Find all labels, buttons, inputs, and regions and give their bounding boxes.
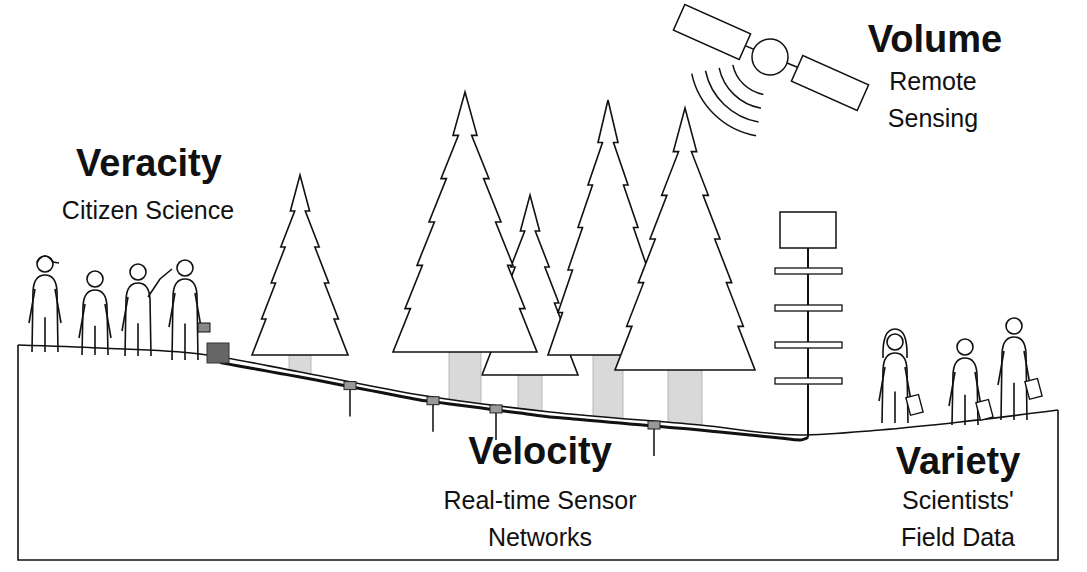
person-arm — [29, 289, 35, 323]
person-arm — [905, 367, 911, 401]
sensor — [648, 421, 660, 429]
person-legs — [964, 395, 966, 425]
people — [29, 256, 1042, 425]
sensor-tower — [775, 212, 842, 438]
ground-fill — [18, 345, 1058, 560]
binoculars — [198, 323, 210, 332]
person-arm — [1024, 351, 1030, 385]
person-head — [87, 271, 103, 287]
tree-trunk — [593, 345, 623, 421]
subtitle-label: Real-time Sensor Networks — [415, 482, 665, 556]
solar-panel — [673, 5, 750, 60]
tower-arm — [775, 378, 842, 384]
subtitle-label: Remote Sensing — [858, 63, 1008, 137]
frame — [18, 345, 1058, 560]
person-arm — [975, 372, 981, 406]
heading-label: Variety — [863, 438, 1053, 484]
sensor-stake — [653, 426, 655, 456]
cap — [37, 256, 59, 263]
person-head — [1006, 318, 1022, 334]
sensor — [490, 405, 502, 413]
person-arm — [79, 304, 85, 338]
person-figure — [169, 260, 210, 360]
person-head — [887, 334, 903, 350]
person-legs — [94, 326, 96, 355]
tree-crown — [393, 92, 537, 352]
subtitle-label: Scientists' Field Data — [873, 482, 1043, 556]
person-body — [882, 353, 908, 423]
person-figure — [998, 318, 1042, 420]
satellite — [673, 5, 868, 136]
person-arm — [122, 297, 128, 331]
clipboard — [976, 399, 993, 420]
logger-box — [207, 343, 229, 363]
person-arm — [105, 304, 111, 338]
sensor — [427, 397, 439, 405]
tree-crown — [252, 175, 348, 355]
subtitle-label: Citizen Science — [18, 192, 278, 229]
clipboard — [906, 394, 923, 415]
tower-arm — [775, 268, 842, 274]
person-body — [32, 275, 58, 352]
person-head — [177, 260, 193, 276]
person-legs — [1013, 383, 1015, 420]
person-arm — [169, 293, 175, 327]
signal-wave — [719, 68, 761, 108]
person-arm — [949, 372, 955, 406]
person-body — [1001, 337, 1027, 420]
person-arm — [879, 367, 885, 401]
person-legs — [137, 323, 139, 356]
person-arm — [998, 351, 1004, 385]
person-body — [952, 358, 978, 425]
person-head — [130, 264, 146, 280]
person-body — [82, 290, 108, 355]
person-figure — [122, 264, 172, 356]
sensor-cable — [220, 363, 808, 440]
heading-label: Velocity — [420, 428, 660, 474]
signal-wave — [692, 74, 756, 136]
person-arm — [55, 289, 61, 323]
person-arm — [195, 293, 201, 327]
heading-label: Volume — [815, 16, 1055, 62]
person-body — [172, 279, 198, 360]
clipboard — [1025, 378, 1042, 399]
person-legs — [184, 324, 186, 360]
sensor-stake — [349, 387, 351, 417]
heading-label: Veracity — [29, 140, 269, 186]
person-figure — [949, 339, 993, 425]
person-head — [957, 339, 973, 355]
signal-wave — [733, 65, 764, 95]
raised-arm — [148, 269, 172, 297]
sensor-stake — [432, 402, 434, 432]
tower-arm — [775, 305, 842, 311]
satellite-body — [752, 39, 788, 75]
person-figure — [879, 329, 923, 423]
person-body — [125, 283, 151, 356]
tree-crown — [615, 108, 755, 370]
person-legs — [44, 317, 46, 352]
tower-arm — [775, 342, 842, 348]
solar-panel — [791, 56, 868, 111]
ground-line — [18, 345, 1058, 435]
sensor — [344, 382, 356, 390]
person-figure — [29, 256, 61, 352]
person-legs — [894, 392, 896, 424]
tower-panel — [780, 212, 836, 248]
person-figure — [79, 271, 111, 355]
